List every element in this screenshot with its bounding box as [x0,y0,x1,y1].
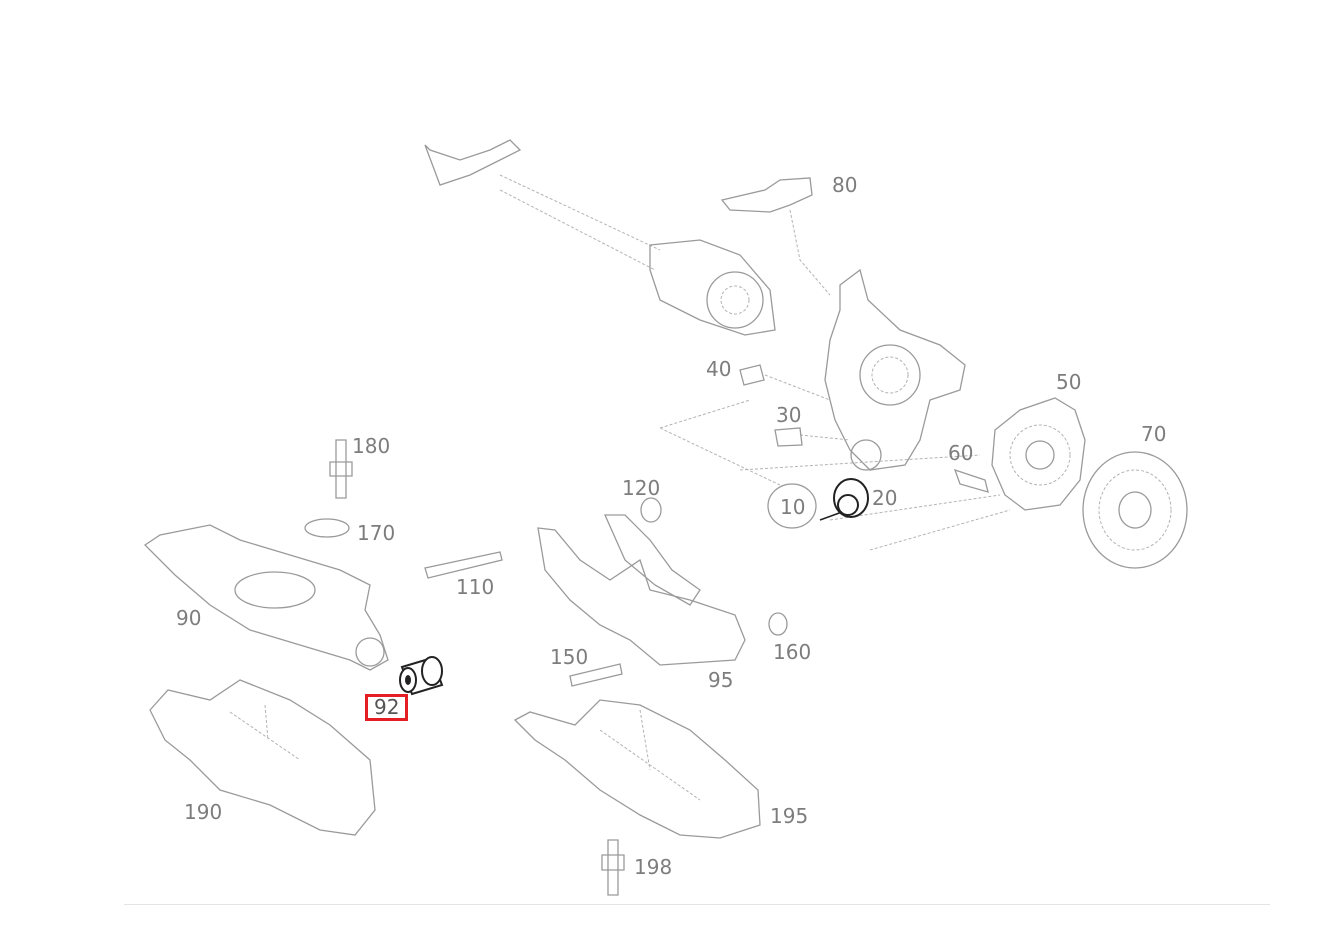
wheel-carrier[interactable] [824,268,966,471]
bolt-40[interactable] [739,364,765,386]
part-label-110[interactable]: 110 [456,575,495,599]
bolt-150[interactable] [569,663,623,687]
part-label-180[interactable]: 180 [352,434,391,458]
control-arm-90[interactable] [143,524,389,671]
part-label-90[interactable]: 90 [176,606,202,630]
nut-120[interactable] [640,497,662,523]
bushing-92[interactable] [399,656,444,696]
part-label-195[interactable]: 195 [770,804,809,828]
driveshaft[interactable] [424,139,776,336]
part-label-92[interactable]: 92 [365,694,409,721]
part-label-30[interactable]: 30 [776,403,802,427]
bolt-110[interactable] [424,551,503,579]
bottom-divider [124,904,1270,905]
part-label-20[interactable]: 20 [872,486,898,510]
trailing-arm-190[interactable] [149,679,376,836]
part-label-50[interactable]: 50 [1056,370,1082,394]
part-label-198[interactable]: 198 [634,855,673,879]
bolt-180[interactable] [329,439,353,499]
part-label-170[interactable]: 170 [357,521,396,545]
part-label-120[interactable]: 120 [622,476,661,500]
part-label-95[interactable]: 95 [708,668,734,692]
part-label-190[interactable]: 190 [184,800,223,824]
bolt-60[interactable] [953,468,989,493]
hub-50[interactable] [991,397,1086,511]
nut-160[interactable] [768,612,788,636]
part-label-150[interactable]: 150 [550,645,589,669]
bushing-20[interactable] [819,478,869,521]
part-label-60[interactable]: 60 [948,441,974,465]
part-label-40[interactable]: 40 [706,357,732,381]
bolt-198[interactable] [601,839,625,896]
bolt-80[interactable] [720,177,831,296]
bolt-30[interactable] [774,427,803,447]
part-label-70[interactable]: 70 [1141,422,1167,446]
part-label-80[interactable]: 80 [832,173,858,197]
assembly-guide-lines [659,374,1011,551]
part-label-160[interactable]: 160 [773,640,812,664]
part-label-10[interactable]: 10 [780,495,806,519]
nut-170[interactable] [304,518,350,538]
bushing-10[interactable] [767,483,817,529]
trailing-arm-195[interactable] [513,699,761,839]
control-arm-95[interactable] [537,514,746,666]
brake-disc-70[interactable] [1082,451,1188,569]
